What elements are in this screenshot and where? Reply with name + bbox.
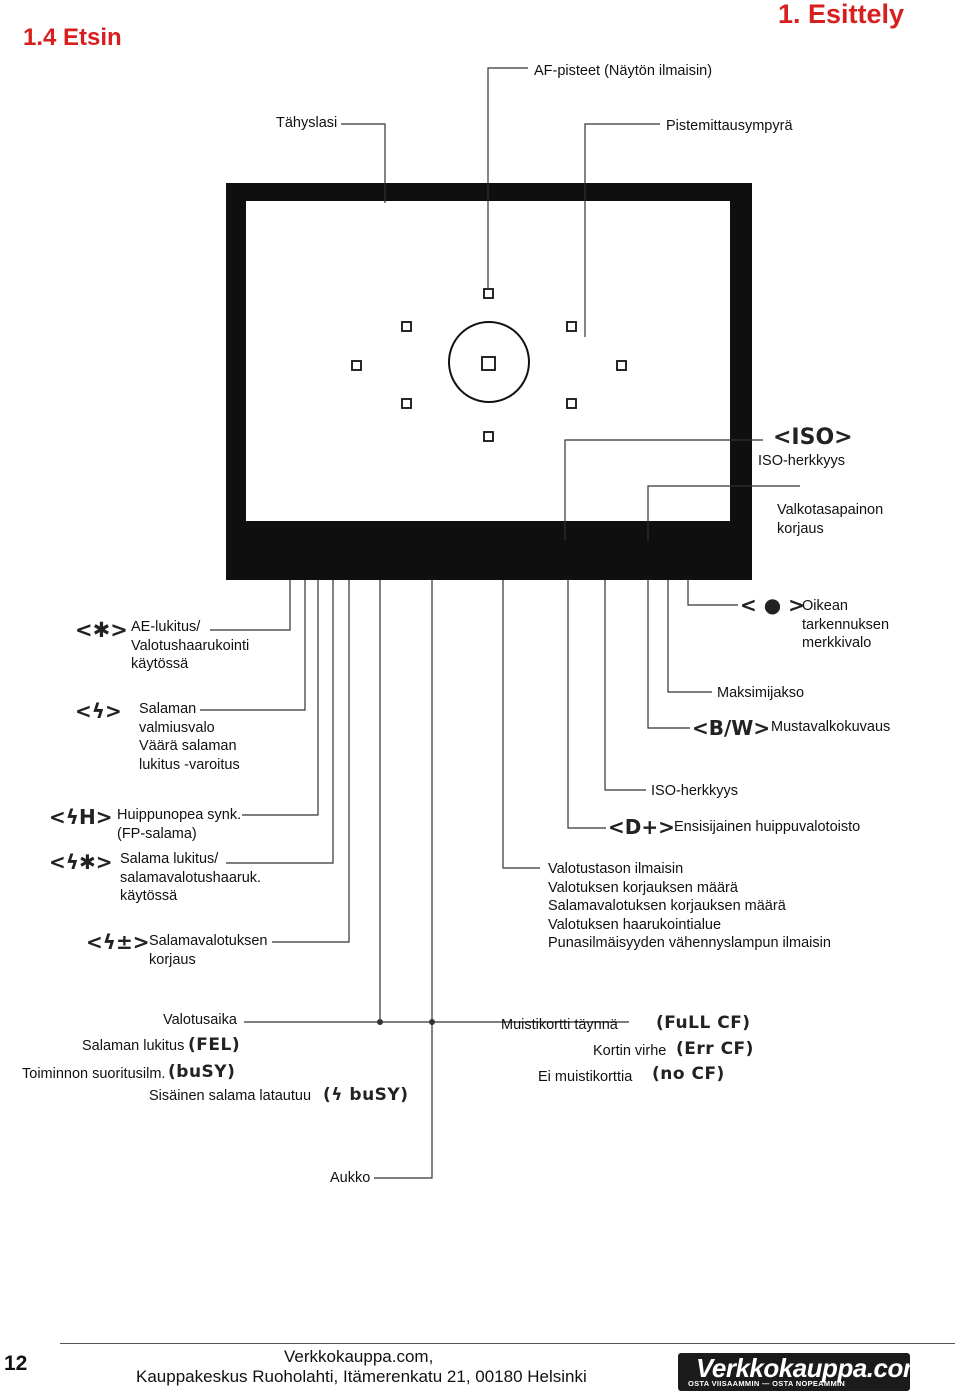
focus-line-3: merkkivalo (802, 635, 872, 651)
viewfinder-frame (226, 183, 752, 580)
label-spot-circle: Pistemittausympyrä (666, 118, 793, 134)
flash-line-1: Salaman (139, 701, 197, 717)
footer-site: Verkkokauppa.com, (284, 1347, 434, 1366)
viewfinder-readout: ✱ ϟ 8888 8.8 -2..1..0..1..+2 ISO 8888 88 (280, 537, 710, 563)
readout-focus-dot (696, 541, 710, 555)
flash-ready-symbol: <ϟ> (75, 699, 122, 723)
exposure-item: Salamavalotuksen korjauksen määrä (548, 898, 786, 914)
readout-iso-value: 8888 (576, 538, 629, 563)
label-card-error: Kortin virhe (593, 1043, 667, 1059)
section-title: 1.4 Etsin (23, 24, 122, 51)
focus-symbol: < ● > (740, 593, 805, 617)
exposure-item: Valotustason ilmaisin (548, 861, 684, 877)
wb-line-1: Valkotasapainon (777, 502, 884, 518)
fel-line-2: salamavalotushaaruk. (120, 869, 262, 886)
label-iso-top: ISO-herkkyys (758, 453, 846, 469)
fel-symbol: <ϟ✱> (49, 850, 113, 874)
label-no-card: Ei muistikorttia (538, 1069, 633, 1085)
label-focusing-screen: Tähyslasi (276, 115, 338, 131)
ae-line-3: käytössä (131, 656, 189, 672)
leader-lines (200, 67, 800, 1179)
af-points (351, 288, 627, 442)
footer-address: Kauppakeskus Ruoholahti, Itämerenkatu 21… (136, 1367, 587, 1386)
readout-flash-comp-box (329, 539, 347, 554)
label-charging: Sisäinen salama latautuu (149, 1088, 312, 1104)
leader-dots (377, 1019, 435, 1025)
ae-line-2: Valotushaarukointi (131, 637, 250, 654)
label-iso-display: ISO-herkkyys (651, 783, 739, 799)
focus-line-2: tarkennuksen (802, 616, 890, 633)
page-number: 12 (4, 1352, 28, 1375)
iso-symbol: <ISO> (773, 425, 853, 450)
verkkokauppa-logo: Verkkokauppa.com OSTA VIISAAMMIN — OSTA … (678, 1353, 926, 1391)
readout-ae-lock: ✱ (280, 537, 297, 561)
readout-aperture: 8.8 (416, 538, 456, 563)
fp-symbol: <ϟH> (49, 805, 113, 829)
label-fel: Salama lukitus/ salamavalotushaaruk. käy… (120, 850, 261, 906)
card-error-badge: (Err CF) (676, 1039, 754, 1059)
label-highlight-tone: Ensisijainen huippuvalotoisto (674, 819, 861, 835)
wb-line-2: korjaus (777, 520, 824, 537)
bw-symbol: <B/W> (692, 716, 771, 740)
exposure-item: Valotuksen haarukointialue (548, 916, 722, 933)
readout-exposure-scale: -2..1..0..1..+2 (455, 542, 572, 557)
chapter-title: 1. Esittely (778, 0, 905, 29)
label-af-points: AF-pisteet (Näytön ilmaisin) (534, 63, 713, 79)
footer-divider (60, 1343, 955, 1344)
fp-line-1: Huippunopea synk. (117, 807, 242, 823)
readout-flash: ϟ (298, 540, 310, 561)
label-card-full: Muistikortti täynnä (501, 1017, 618, 1033)
card-full-badge: (FuLL CF) (656, 1013, 751, 1033)
readout-iso: ISO (554, 538, 573, 549)
fel-line-3: käytössä (120, 888, 178, 904)
charging-badge: (ϟ buSY) (323, 1085, 409, 1105)
fcomp-line-2: korjaus (149, 951, 196, 968)
label-fp-flash: Huippunopea synk. (FP-salama) (117, 806, 241, 843)
fel-badge: (FEL) (188, 1035, 241, 1055)
label-fel-lock: Salaman lukitus (82, 1038, 185, 1054)
label-busy: Toiminnon suoritusilm. (22, 1066, 166, 1082)
label-flash-ready: Salaman valmiusvalo Väärä salaman lukitu… (139, 700, 240, 774)
label-focus-confirmation: Oikean tarkennuksen merkkivalo (802, 597, 889, 653)
busy-badge: (buSY) (168, 1062, 236, 1082)
label-ae-lock: AE-lukitus/ Valotushaarukointi käytössä (131, 618, 249, 674)
focus-line-1: Oikean (802, 598, 848, 614)
label-aperture: Aukko (330, 1170, 371, 1186)
readout-burst: 88 (662, 538, 689, 563)
exposure-item: Punasilmäisyyden vähennyslampun ilmaisin (548, 935, 831, 951)
label-shutter: Valotusaika (163, 1012, 237, 1028)
label-monochrome: Mustavalkokuvaus (771, 719, 891, 735)
ae-line-1: AE-lukitus/ (131, 619, 201, 635)
fcomp-line-1: Salamavalotuksen (149, 933, 268, 949)
d-plus-symbol: <D+> (608, 815, 675, 839)
readout-shutter: 8888 (352, 538, 405, 563)
label-wb-correction: Valkotasapainon korjaus (777, 501, 883, 538)
flash-line-2: valmiusvalo (139, 719, 215, 736)
flash-line-3: Väärä salaman (139, 738, 237, 754)
label-flash-comp: Salamavalotuksen korjaus (149, 932, 268, 969)
fp-line-2: (FP-salama) (117, 825, 197, 842)
flash-line-4: lukitus -varoitus (139, 756, 240, 773)
flash-comp-symbol: <ϟ±> (86, 930, 150, 954)
logo-text: Verkkokauppa.com (696, 1353, 926, 1383)
logo-tagline: OSTA VIISAAMMIN — OSTA NOPEAMMIN (688, 1379, 846, 1388)
label-max-burst: Maksimijakso (717, 685, 805, 701)
spot-metering-circle (448, 321, 530, 403)
no-card-badge: (no CF) (652, 1064, 725, 1084)
exposure-list: Valotustason ilmaisin Valotuksen korjauk… (548, 860, 831, 953)
fel-line-1: Salama lukitus/ (120, 851, 219, 867)
exposure-item: Valotuksen korjauksen määrä (548, 879, 738, 896)
ae-lock-symbol: <✱> (75, 618, 128, 642)
